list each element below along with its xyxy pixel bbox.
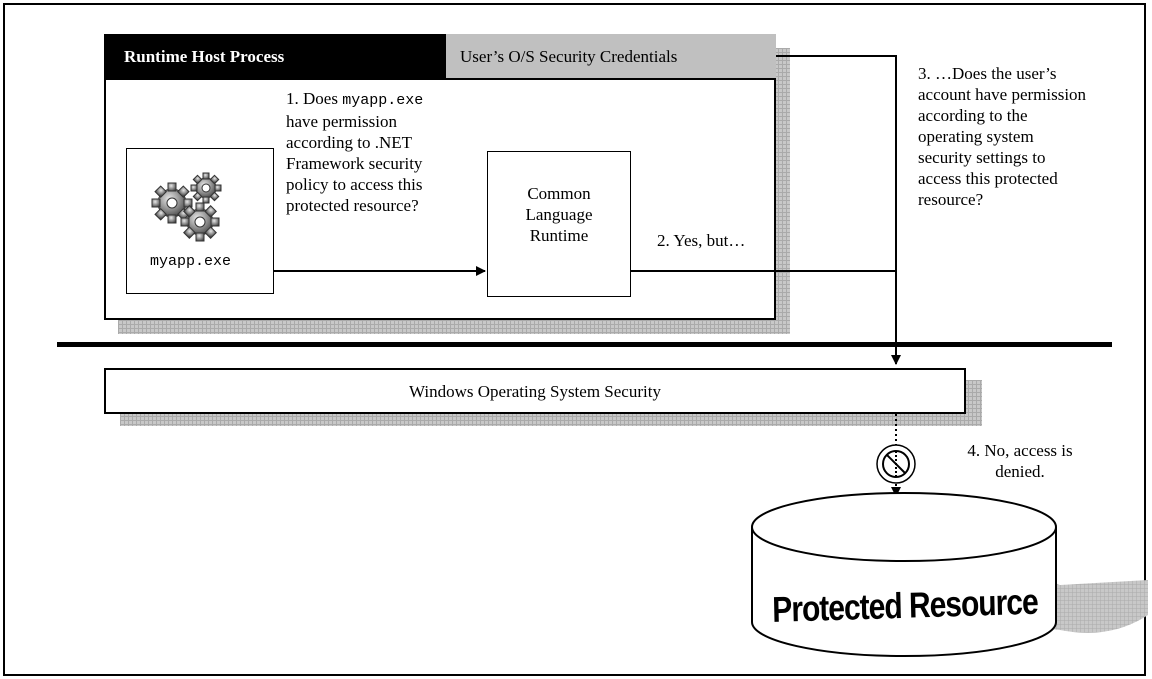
step3-line: according to the	[918, 106, 1028, 125]
step1-line: according to .NET	[286, 133, 413, 152]
step1-code: myapp.exe	[342, 92, 424, 109]
myapp-box	[126, 148, 274, 294]
clr-label-line: Language	[525, 205, 593, 224]
step1-text: 1. Does myapp.exe have permission accord…	[286, 88, 423, 216]
clr-label-line: Common	[527, 184, 591, 203]
clr-label: Common Language Runtime	[487, 183, 631, 246]
clr-box	[487, 151, 631, 297]
step3-line: 3. …Does the user’s	[918, 64, 1057, 83]
step4-line: 4. No, access is	[967, 441, 1073, 460]
credentials-label: User’s O/S Security Credentials	[460, 47, 678, 66]
step3-line: account have permission	[918, 85, 1087, 104]
host-process-title-bar	[104, 34, 444, 79]
step1-line: have permission	[286, 112, 397, 131]
diagram-frame	[3, 3, 1146, 676]
step1-prefix: 1. Does	[286, 89, 343, 108]
step3-line: operating system	[918, 127, 1034, 146]
step4-line: denied.	[995, 462, 1045, 481]
step3-line: security settings to	[918, 148, 1046, 167]
step1-line: protected resource?	[286, 196, 419, 215]
title-separator	[104, 78, 776, 80]
step1-line: Framework security	[286, 154, 423, 173]
credentials-bar	[444, 34, 776, 79]
step3-text: 3. …Does the user’s account have permiss…	[918, 63, 1086, 210]
step3-line: resource?	[918, 190, 984, 209]
host-process-title: Runtime Host Process	[124, 47, 285, 66]
step4-text: 4. No, access is denied.	[950, 440, 1090, 482]
resource-label: Protected Resource	[771, 582, 1039, 631]
step2-text: 2. Yes, but…	[657, 231, 746, 250]
os-security-label: Windows Operating System Security	[409, 382, 661, 401]
clr-label-line: Runtime	[529, 226, 589, 245]
step3-line: access this protected	[918, 169, 1058, 188]
step1-line: policy to access this	[286, 175, 423, 194]
os-security-box	[104, 368, 966, 414]
boundary-line	[57, 342, 1112, 347]
myapp-label: myapp.exe	[150, 253, 232, 270]
